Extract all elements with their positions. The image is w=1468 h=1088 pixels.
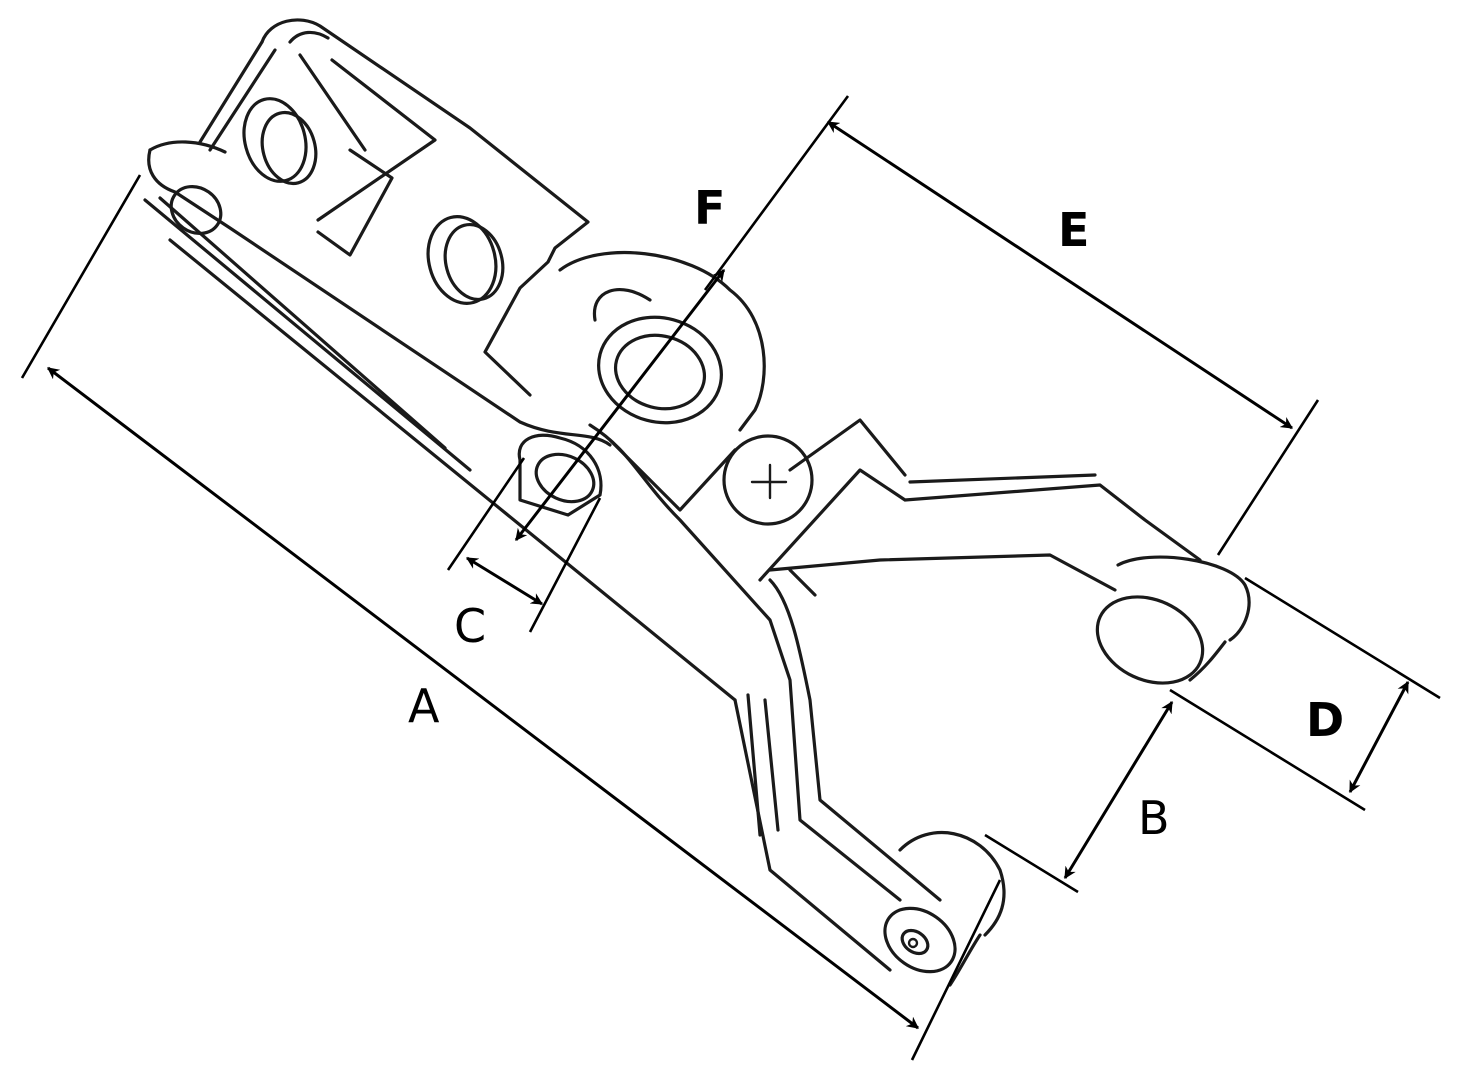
dimension-c-label: C bbox=[454, 599, 486, 653]
dimension-f: F bbox=[514, 181, 726, 541]
dimension-d: D bbox=[1169, 576, 1441, 812]
dimension-d-label: D bbox=[1306, 693, 1344, 747]
dimension-c-line bbox=[465, 556, 544, 606]
dimension-e-label: E bbox=[1058, 203, 1089, 257]
dimension-b-label: B bbox=[1138, 791, 1170, 845]
dimension-a-extension-top bbox=[20, 174, 142, 379]
dimension-d-extension-top bbox=[1244, 576, 1441, 700]
dimension-e-extension-bottom bbox=[1216, 399, 1320, 556]
dimension-c: C bbox=[446, 457, 602, 653]
dimension-b-line bbox=[1063, 700, 1174, 880]
dimension-d-line bbox=[1348, 680, 1410, 794]
fork-body bbox=[143, 18, 1251, 987]
dimension-e-extension-top bbox=[703, 95, 850, 291]
dimension-e-line bbox=[826, 120, 1294, 430]
dimension-a-label: A bbox=[408, 679, 440, 733]
dimension-f-line bbox=[514, 269, 726, 541]
dimension-b: B bbox=[984, 700, 1174, 894]
dimension-c-extension-right bbox=[528, 497, 602, 633]
dimension-d-extension-bottom bbox=[1169, 688, 1366, 812]
dimension-b-extension bbox=[984, 833, 1079, 894]
dimension-a-extension-bottom bbox=[910, 879, 1002, 1061]
dimension-e: E bbox=[703, 95, 1320, 556]
dimension-a: A bbox=[20, 174, 1002, 1061]
dimension-c-extension-left bbox=[446, 457, 526, 571]
dimension-f-label: F bbox=[694, 181, 725, 235]
dimension-a-line bbox=[47, 366, 919, 1030]
